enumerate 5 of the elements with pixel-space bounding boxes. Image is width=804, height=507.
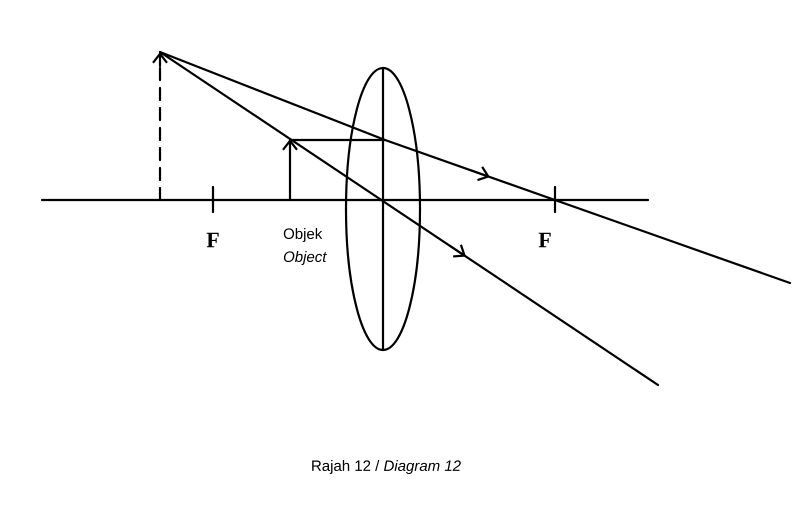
focal-label: F — [206, 232, 219, 248]
caption: Rajah 12 / Diagram 12 — [312, 460, 461, 474]
object-label: Objek — [284, 228, 322, 242]
focal-label: F — [538, 232, 551, 248]
object-label: Object — [284, 251, 327, 265]
